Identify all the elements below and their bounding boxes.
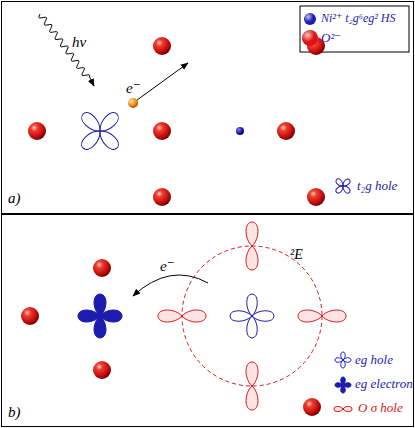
electron-label: e⁻ xyxy=(126,80,141,97)
panel-border xyxy=(2,2,414,214)
orbital-lobe xyxy=(246,222,258,246)
orbital-lobe xyxy=(246,362,258,386)
legend-swatch xyxy=(302,30,318,46)
oxygen-sphere xyxy=(153,122,171,140)
orbital-lobe xyxy=(182,310,206,322)
multiplet-circle xyxy=(182,246,322,386)
electron-dot xyxy=(128,98,138,108)
photon-label: hν xyxy=(72,34,86,51)
orbital-lobe xyxy=(341,377,346,385)
orbital-lobe xyxy=(334,406,343,411)
legend-text: Ni²⁺ t₂g⁶eg² HS xyxy=(321,12,396,25)
orbital-lobe xyxy=(298,310,322,322)
orbital-lobe xyxy=(247,294,258,316)
orbital-lobe xyxy=(96,110,121,135)
legend-text: O σ hole xyxy=(358,401,403,415)
legend-swatch xyxy=(304,13,316,25)
oxygen-sphere xyxy=(307,188,325,206)
oxygen-sphere xyxy=(21,307,39,325)
orbital-lobe xyxy=(322,310,346,322)
orbital-lobe xyxy=(343,406,352,411)
transfer-arrow xyxy=(133,275,208,296)
oxygen-sphere xyxy=(93,259,111,277)
legend-text: eg electron xyxy=(355,377,413,391)
orbital-lobe xyxy=(246,386,258,410)
panel-border xyxy=(2,215,414,427)
orbital-lobe xyxy=(246,246,258,270)
legend-sample xyxy=(335,377,351,393)
orbital-lobe xyxy=(341,178,351,188)
oxygen-ions xyxy=(21,37,325,416)
panel-label: a) xyxy=(8,190,21,207)
eg-electron xyxy=(78,294,122,338)
legend-text: t₂g hole xyxy=(357,179,397,193)
legend-sample xyxy=(335,352,351,368)
nickel-ion xyxy=(236,127,244,135)
t2g-hole xyxy=(66,97,134,165)
orbital-lobe xyxy=(94,294,106,316)
term-label: ²E xyxy=(290,247,303,262)
legend-sample xyxy=(330,173,355,198)
oxygen-sphere xyxy=(277,122,295,140)
electron-arrow xyxy=(133,63,188,103)
orbitals xyxy=(66,97,356,412)
panel-label: b) xyxy=(8,404,21,421)
photon-arrow xyxy=(39,14,94,86)
oxygen-sphere xyxy=(153,37,171,55)
oxygen-sphere xyxy=(93,361,111,379)
oxygen-sphere xyxy=(28,122,46,140)
orbital-lobe xyxy=(158,310,182,322)
orbital-lobe xyxy=(341,352,346,360)
electron-label: e⁻ xyxy=(160,258,175,275)
legend-text: O²⁻ xyxy=(321,31,341,45)
oxygen-sphere xyxy=(303,398,321,416)
eg-hole xyxy=(230,294,274,338)
legend-sample xyxy=(334,406,352,411)
legend-text: eg hole xyxy=(355,353,393,367)
oxygen-sphere xyxy=(153,188,171,206)
